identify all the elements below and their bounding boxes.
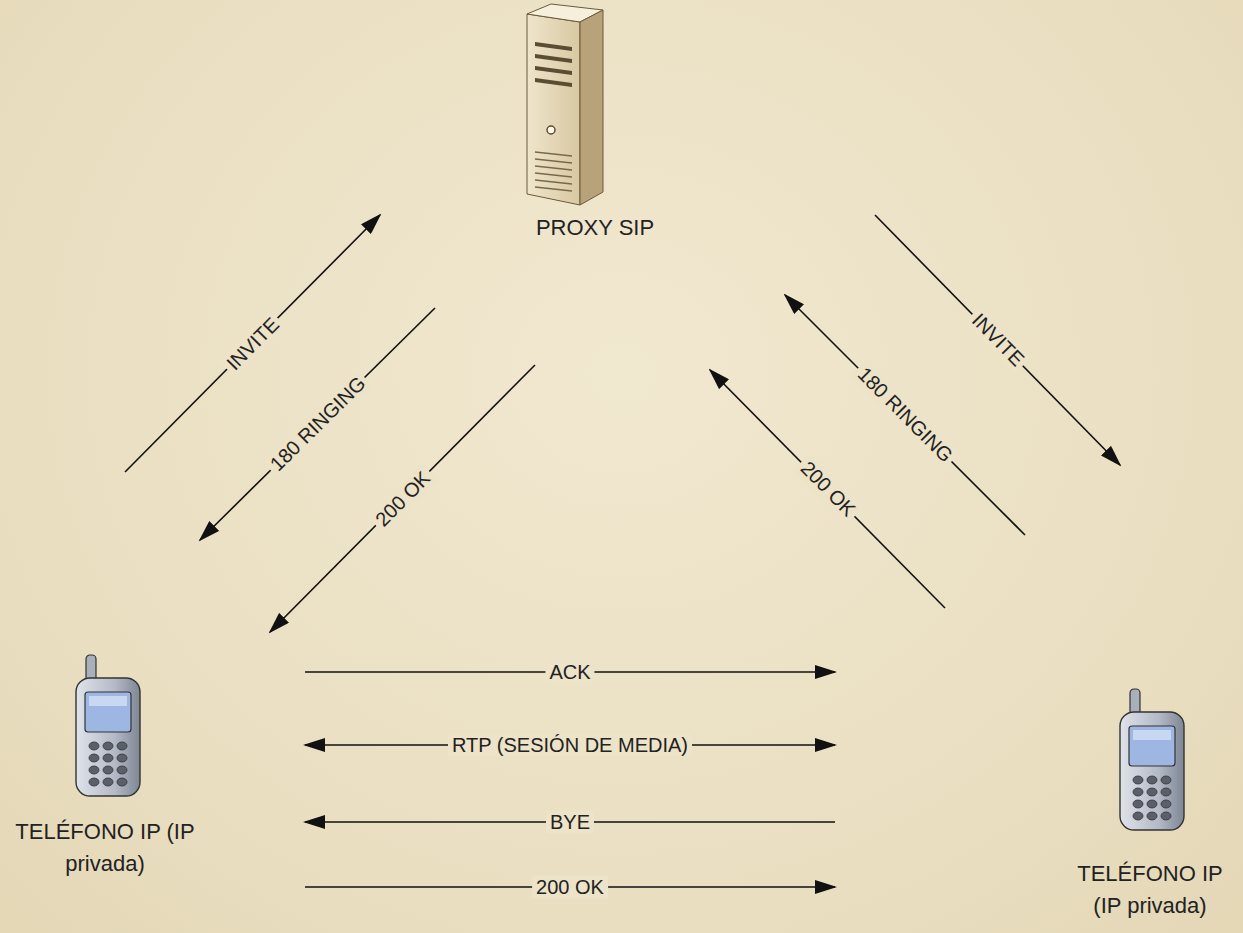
message-label: ACK xyxy=(545,661,594,684)
sip-message-arrow xyxy=(270,365,535,632)
message-label: 200 OK xyxy=(793,454,863,524)
message-label: RTP (SESIÓN DE MEDIA) xyxy=(448,734,692,757)
ip-phone: TELÉFONO IP (IP privada) xyxy=(10,640,200,882)
server-icon xyxy=(525,2,605,207)
ip-phone-icon xyxy=(1112,688,1192,833)
message-label: 200 OK xyxy=(532,876,608,899)
sip-message-arrow xyxy=(125,215,380,472)
message-label: BYE xyxy=(546,811,594,834)
ip-phone: TELÉFONO IP (IP privada) xyxy=(1062,678,1238,924)
node-label: PROXY SIP xyxy=(490,212,700,244)
node-label: TELÉFONO IP (IP privada) xyxy=(1062,858,1238,922)
message-label: INVITE xyxy=(964,306,1031,374)
ip-phone-icon xyxy=(68,654,148,799)
message-label: 200 OK xyxy=(368,463,438,533)
message-label: 180 RINGING xyxy=(262,369,372,478)
message-label: 180 RINGING xyxy=(850,360,960,470)
message-label: INVITE xyxy=(219,310,286,378)
node-label: TELÉFONO IP (IP privada) xyxy=(10,816,200,880)
proxy-server: PROXY SIP xyxy=(490,0,700,246)
